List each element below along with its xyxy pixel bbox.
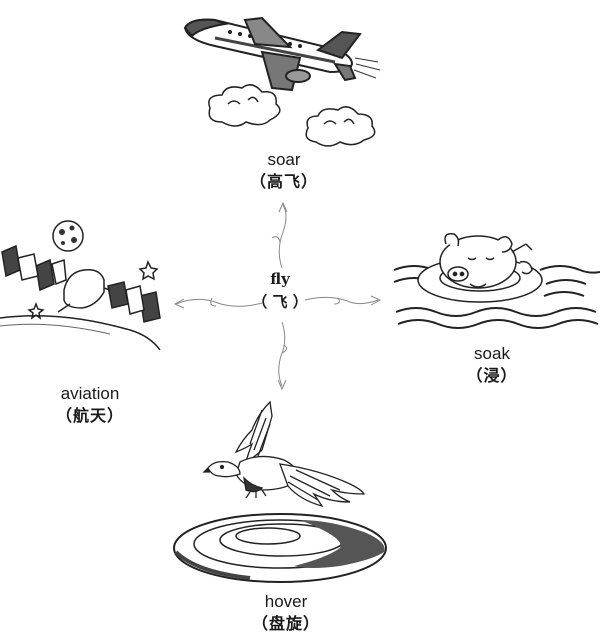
node-soar: soar （高飞）	[232, 150, 336, 191]
node-aviation-meaning: （航天）	[55, 405, 124, 425]
cloud-icon	[305, 106, 376, 147]
node-aviation-word: aviation	[60, 384, 120, 403]
node-fly-word: fly	[270, 270, 290, 288]
node-soar-word: soar	[267, 150, 301, 169]
node-hover-word: hover	[264, 592, 308, 611]
eagle-icon	[202, 400, 366, 508]
airplane-icon	[183, 16, 381, 92]
cloud-icon	[208, 84, 281, 127]
satellite-icon	[0, 220, 161, 351]
pig-in-water-icon	[393, 232, 600, 329]
node-fly: fly （ 飞 ）	[240, 270, 320, 312]
node-hover: hover （盘旋）	[236, 592, 336, 633]
node-fly-meaning: （ 飞 ）	[252, 293, 308, 311]
node-soak: soak （浸）	[440, 344, 544, 385]
node-soar-meaning: （高飞）	[249, 171, 318, 191]
node-aviation: aviation （航天）	[30, 384, 150, 425]
node-soak-meaning: （浸）	[466, 365, 518, 385]
node-hover-meaning: （盘旋）	[251, 613, 320, 633]
water-ripples-icon	[173, 513, 387, 583]
connector-arrows	[173, 201, 382, 391]
node-soak-word: soak	[474, 344, 510, 363]
